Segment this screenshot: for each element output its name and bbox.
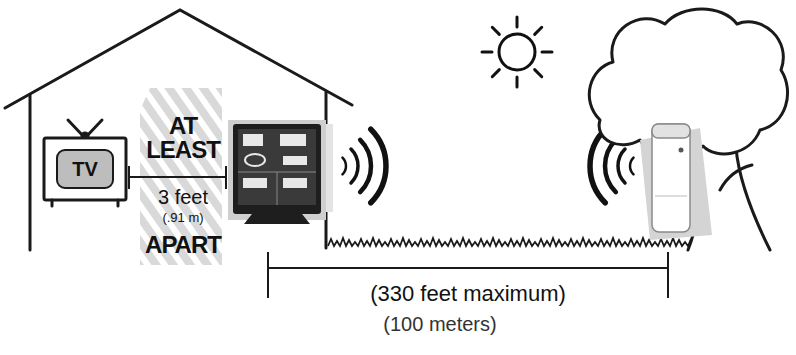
outdoor-sensor: [655, 196, 687, 197]
tv-set: [44, 138, 126, 200]
outdoor-sensor: [640, 124, 712, 240]
display-console: [228, 120, 326, 224]
house-outline: [5, 10, 352, 108]
node-text: TV: [72, 158, 98, 181]
sun-symbol: [542, 51, 552, 54]
house-outline: [5, 10, 352, 250]
spacing-metric: (.91 m): [162, 211, 203, 224]
outdoor-sensor: [652, 124, 690, 138]
spacing-bracket: [225, 166, 227, 189]
distance-dimension: [667, 252, 669, 298]
house-outline: [325, 92, 328, 124]
tv-set: [117, 200, 120, 206]
spacing-value: 3 feet: [158, 187, 208, 207]
signal-waves: [605, 140, 616, 192]
distance-label: (330 feet maximum): [370, 281, 566, 306]
sun-symbol: [492, 27, 499, 34]
display-console: [280, 134, 306, 146]
distance-metric: (100 meters): [383, 313, 496, 335]
spacing-value: 3 feet: [158, 186, 208, 208]
signal-waves: [618, 149, 625, 183]
display-console: [244, 214, 310, 224]
distance-metric: (100 meters): [383, 314, 496, 334]
display-console: [228, 120, 326, 220]
distance-dimension: [267, 252, 269, 298]
signal-waves: [630, 158, 634, 175]
sun-symbol: [516, 17, 519, 27]
signal-waves: [371, 129, 386, 203]
display-console: [283, 178, 307, 188]
tree: [589, 9, 787, 157]
sun-symbol: [516, 77, 519, 87]
spacing-bracket: [129, 176, 226, 178]
signal-waves: [342, 158, 346, 175]
display-console: [243, 178, 267, 188]
display-console: [233, 124, 321, 214]
tree: [589, 9, 787, 250]
tv-set: [44, 120, 126, 206]
sun-symbol: [482, 17, 552, 87]
sun-symbol: [499, 34, 535, 70]
signal-waves: [360, 140, 371, 192]
display-console: [245, 154, 265, 166]
signal-waves: [351, 149, 358, 183]
sun-symbol: [535, 70, 542, 77]
grass-line: [328, 238, 691, 246]
spacing-heading: APART: [145, 231, 221, 258]
sun-symbol: [482, 51, 492, 54]
tv-screen-box: TV: [56, 149, 114, 189]
display-console: [243, 134, 263, 146]
display-console: [283, 156, 307, 165]
display-console: [238, 129, 316, 205]
sun-symbol: [535, 27, 542, 34]
spacing-heading: AT LEAST: [141, 114, 225, 162]
distance-dimension: [268, 267, 668, 269]
distance-label: (330 feet maximum): [370, 283, 566, 305]
signal-waves: [342, 129, 386, 203]
tv-set: [51, 200, 54, 206]
spacing-bracket: [128, 166, 130, 189]
display-console: [277, 172, 278, 205]
sun-symbol: [492, 70, 499, 77]
spacing-heading: APART: [145, 233, 221, 257]
spacing-heading: AT LEAST: [146, 112, 220, 163]
signal-waves: [590, 129, 605, 203]
house-outline: [29, 95, 32, 250]
grass-line: [328, 238, 691, 246]
spacing-bracket: [129, 166, 226, 189]
spacing-metric: (.91 m): [162, 210, 203, 225]
outdoor-sensor: [679, 148, 684, 153]
outdoor-sensor: [652, 124, 690, 232]
